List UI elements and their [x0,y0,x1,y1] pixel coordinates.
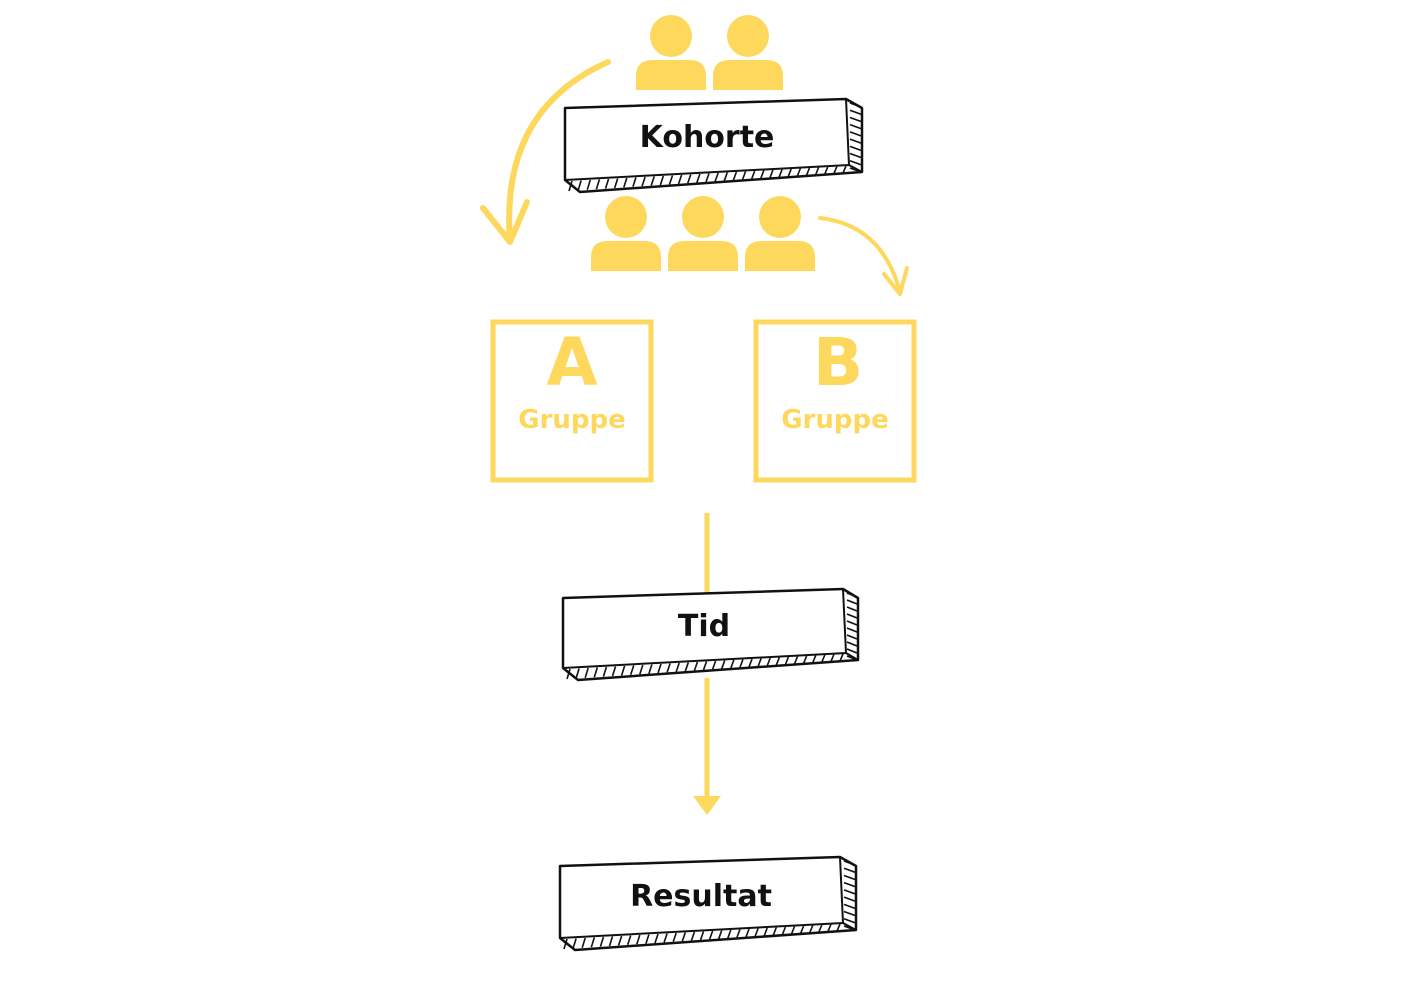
group-b-label: Gruppe [781,405,889,435]
person-icon [591,196,661,271]
person-icon [636,15,706,90]
curved-arrow-icon [818,216,909,296]
time-plank: Tid [561,587,860,682]
group-a-box: A Gruppe [490,319,654,483]
result-label: Resultat [630,879,772,914]
curved-arrow-icon [480,59,611,245]
group-a-letter: A [546,324,597,401]
group-a-label: Gruppe [518,405,626,435]
cohort-people-bottom [591,196,815,271]
person-icon [745,196,815,271]
cohort-label: Kohorte [640,120,775,155]
cohort-people-top [636,15,783,90]
group-b-box: B Gruppe [753,319,917,483]
person-icon [713,15,783,90]
cohort-plank: Kohorte [563,97,864,194]
time-label: Tid [678,609,730,644]
person-icon [668,196,738,271]
group-b-letter: B [813,324,863,401]
arrow-head-icon [693,796,721,815]
result-plank: Resultat [558,855,858,952]
timeline-arrow [693,513,721,815]
